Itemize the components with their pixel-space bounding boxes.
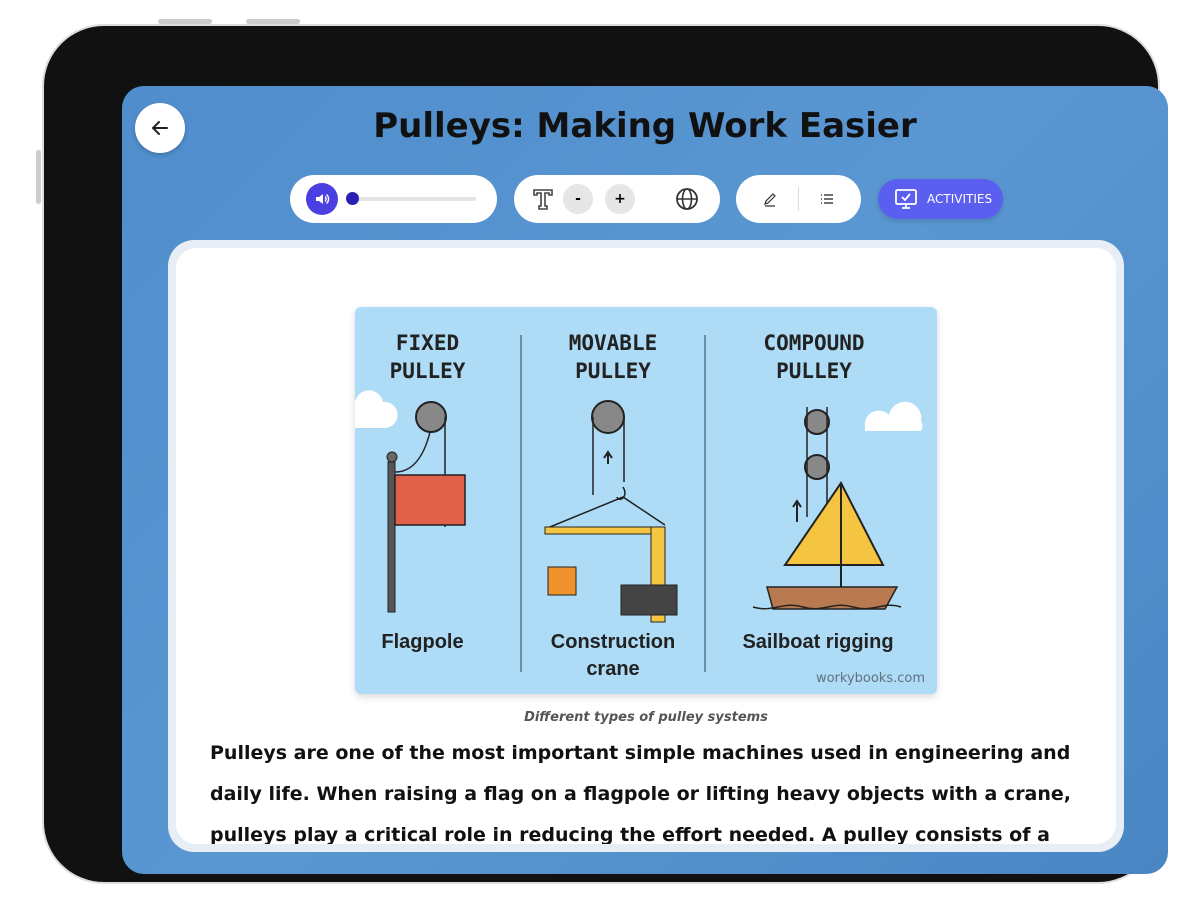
list-icon[interactable] (819, 191, 835, 207)
illustration-drawing (355, 335, 923, 672)
slider-knob[interactable] (346, 192, 359, 205)
watermark: workybooks.com (815, 671, 925, 686)
globe-icon[interactable] (675, 187, 699, 211)
audio-progress-slider[interactable] (346, 192, 476, 205)
hardware-button (36, 150, 41, 204)
play-audio-button[interactable] (306, 183, 338, 215)
panel-label: Sailboat rigging (742, 631, 894, 653)
screen: Pulleys: Making Work Easier - + ACTIVITI… (122, 86, 1168, 874)
activities-label: ACTIVITIES (927, 192, 993, 206)
panel-label: Flagpole (381, 631, 464, 653)
pencil-icon[interactable] (762, 191, 778, 207)
text-size-icon (533, 189, 553, 210)
increase-font-button[interactable]: + (605, 184, 635, 214)
audio-player (290, 175, 497, 223)
figure-caption: Different types of pulley systems (524, 710, 768, 725)
font-controls: - + (514, 175, 720, 223)
page-title: Pulleys: Making Work Easier (373, 106, 917, 146)
tablet-frame: Pulleys: Making Work Easier - + ACTIVITI… (44, 26, 1168, 882)
back-button[interactable] (135, 103, 185, 153)
divider (798, 187, 799, 211)
decrease-font-button[interactable]: - (563, 184, 593, 214)
monitor-check-icon (895, 189, 917, 209)
body-paragraph: Pulleys are one of the most important si… (210, 742, 1072, 844)
speaker-icon (316, 193, 330, 205)
hardware-button (158, 19, 212, 24)
annotation-tools (736, 175, 861, 223)
hardware-button (246, 19, 300, 24)
arrow-left-icon (151, 121, 168, 135)
activities-button[interactable]: ACTIVITIES (878, 179, 1003, 219)
